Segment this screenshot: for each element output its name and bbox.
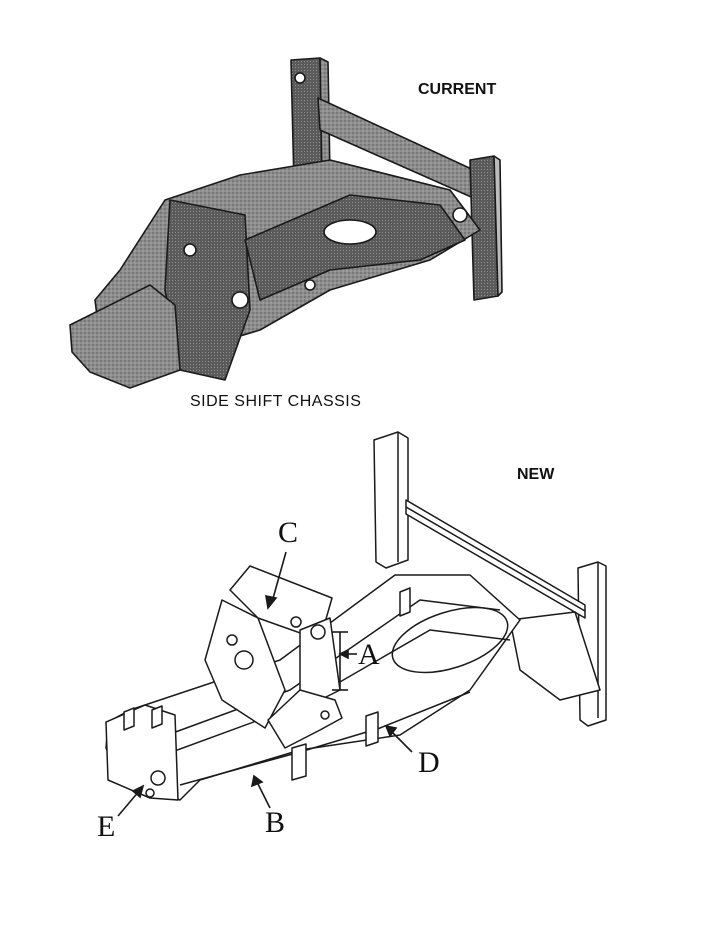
new-label: NEW (517, 466, 555, 483)
new-rear-bracket (509, 611, 601, 701)
new-lower-rail (179, 691, 471, 786)
arrow-b-head (250, 774, 264, 788)
new-chassis (105, 431, 607, 801)
new-left-mast (373, 431, 409, 569)
callout-a: A (358, 638, 380, 671)
new-link-arm (299, 617, 341, 701)
callout-b: B (265, 806, 286, 839)
new-swing-plate (267, 689, 343, 749)
arrow-a-head (338, 648, 349, 660)
current-label: CURRENT (418, 81, 497, 98)
callout-e: E (97, 810, 116, 843)
arrow-e-head (131, 784, 145, 799)
current-nose (69, 284, 181, 389)
new-oval-frame (391, 606, 509, 674)
arrow-c-head (265, 594, 278, 610)
chassis-caption: SIDE SHIFT CHASSIS (190, 393, 362, 410)
current-chassis (69, 57, 503, 389)
callout-arrows (117, 551, 413, 817)
callout-c: C (278, 516, 299, 549)
new-tab-1 (291, 743, 307, 781)
arrow-d-head (384, 724, 398, 738)
callout-d: D (418, 746, 440, 779)
new-tab-2 (365, 711, 379, 747)
current-center-arm (244, 194, 466, 301)
